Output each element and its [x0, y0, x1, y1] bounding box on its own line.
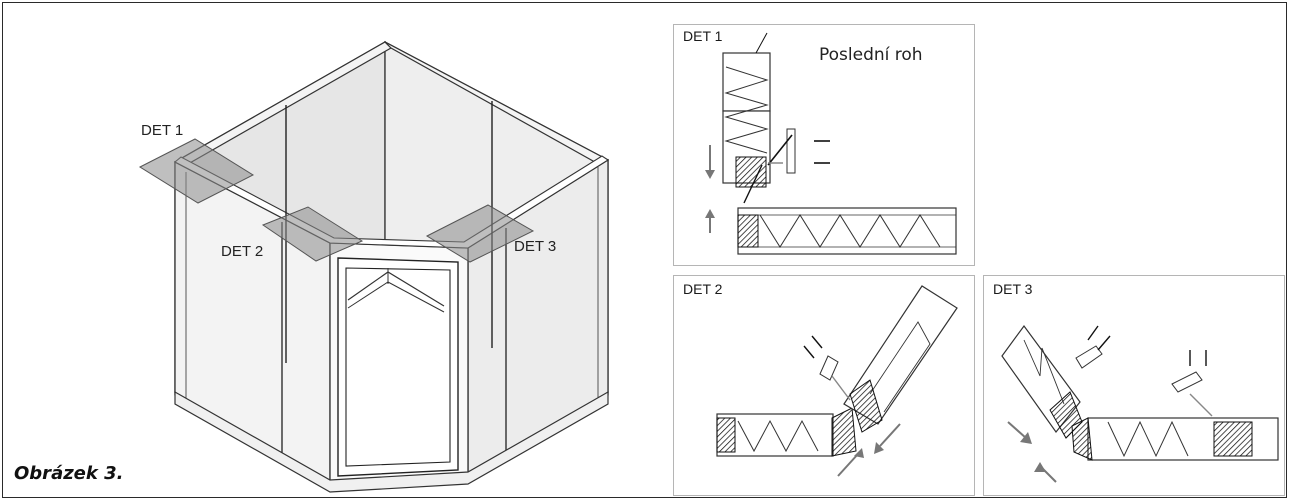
sauna-isometric-drawing: DET 1 DET 2 DET 3: [138, 40, 610, 493]
det1-note: Poslední roh: [819, 45, 923, 65]
figure-caption: Obrázek 3.: [14, 463, 124, 484]
main-label-det2: DET 2: [221, 243, 263, 260]
det3-plane: [425, 204, 535, 263]
floor-base: [174, 390, 609, 493]
panel-det1: DET 1 Poslední roh: [673, 24, 975, 266]
main-label-det1: DET 1: [141, 122, 183, 139]
det2-label: DET 2: [683, 281, 723, 297]
det2-plane: [261, 206, 364, 262]
door-opening: [345, 267, 451, 467]
det1-label: DET 1: [683, 28, 723, 44]
det3-label: DET 3: [993, 281, 1033, 297]
panel-det3: DET 3: [983, 275, 1285, 496]
main-label-det3: DET 3: [514, 238, 556, 255]
det1-plane: [138, 138, 255, 204]
panel-det2: DET 2: [673, 275, 975, 496]
